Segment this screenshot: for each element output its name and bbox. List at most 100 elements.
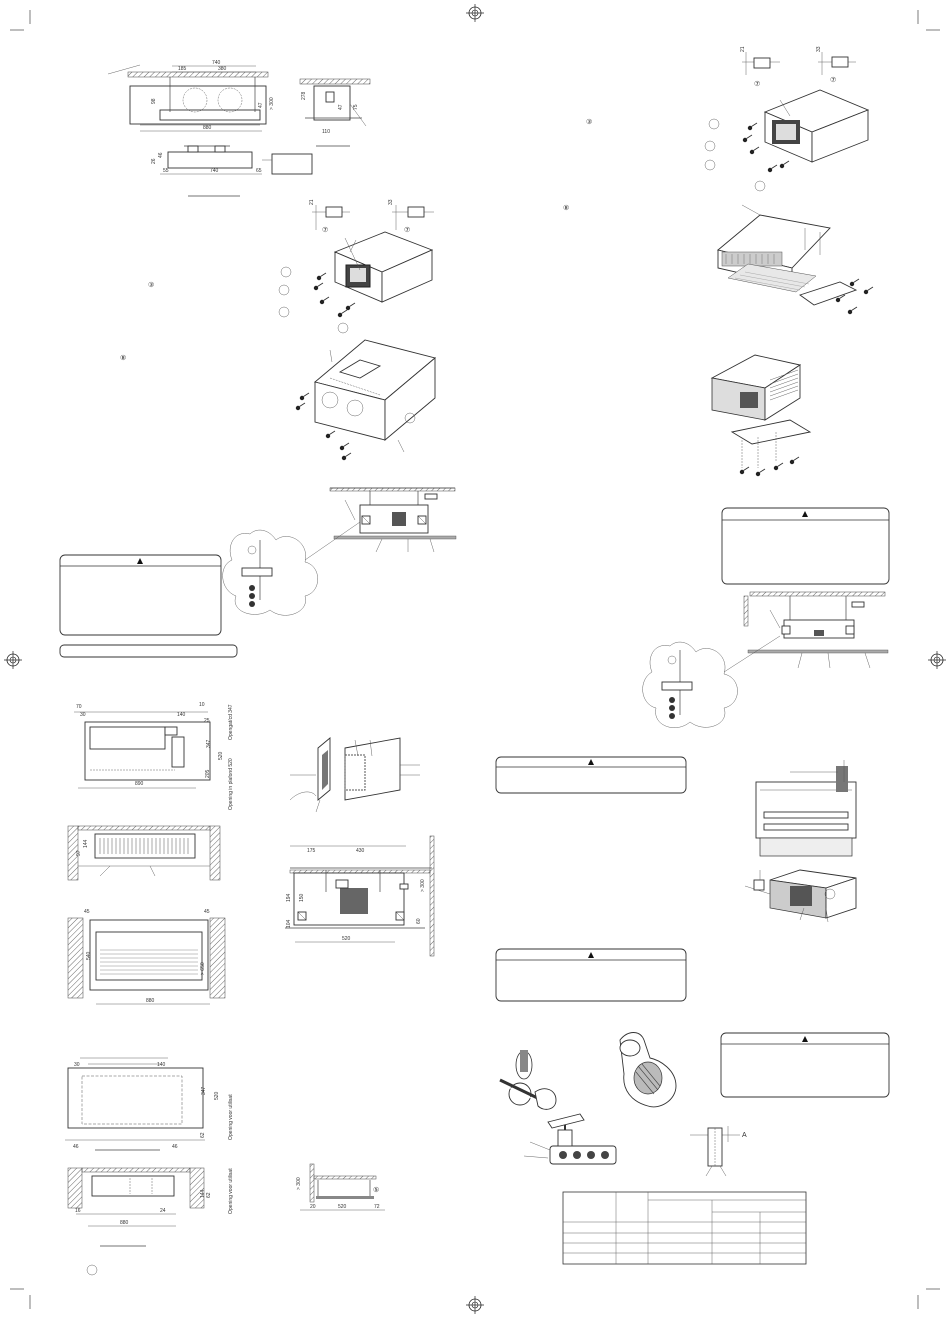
dim-75: 75 [353,104,359,110]
dim-194: 194 [286,893,292,902]
dim-140-lower: 140 [157,1062,166,1068]
dim-175: 175 [307,848,316,854]
warning-triangle-icon [588,759,594,765]
dim-16: 16 [75,1208,81,1214]
dim-62b: 62 [206,1192,212,1198]
dim-97: 97 [76,850,82,856]
unit-top-view: 70 30 140 10 25 347 520 205 890 Opening … [74,702,234,810]
warning-triangle-icon [588,952,594,958]
warning-box-right-bottom [720,1032,890,1098]
registration-mark-icon [927,650,947,670]
dim-520: 520 [218,751,224,760]
dim-20: 20 [310,1204,316,1210]
dim-380: 380 [218,66,227,72]
dim-880-panel: 880 [146,998,155,1004]
dim-185: 185 [178,66,187,72]
circled-3-r: ③ [586,118,592,126]
rotated-ongeveer: Opengat/cd 347 [228,704,234,740]
warning-box-center-2 [495,948,687,1002]
unit-drain-view [755,760,857,857]
dim-45a: 45 [84,909,90,915]
dim-47: 47 [258,102,264,108]
dim-60: 60 [416,918,422,924]
bottom-section-drawing: > 300 520 20 72 ⑤ [296,1163,385,1211]
letter-a: A [742,1132,747,1139]
deburring-illustration [619,1032,677,1108]
registration-mark-icon [465,1295,485,1315]
dim-880: 880 [203,125,212,131]
dim-55: 55 [163,168,169,174]
dim-890: 890 [135,781,144,787]
filter-box-isometric [295,339,436,461]
circled-8-r: ⑧ [563,204,569,212]
dim-278: 278 [301,91,307,100]
dim-300: > 300 [269,97,275,110]
dim-33: 33 [388,199,394,205]
dim-24: 24 [160,1208,166,1214]
unit-isometric-left [278,231,434,334]
dim-520-lower: 520 [214,1091,220,1100]
ceiling-mount-detail-left [329,487,457,553]
ceiling-mount-detail-right [743,591,889,669]
rotated-utilisat2: Opening voor utilisat [228,1168,234,1214]
dim-47-side: 47 [338,104,344,110]
opening-plan-drawing: 30 140 347 520 62 46 46 Opening voor uti… [65,1057,234,1151]
dim-140: 140 [177,712,186,718]
dim-30-lower: 30 [74,1062,80,1068]
dim-110: 110 [322,129,330,135]
bubble-detail-left [222,521,361,616]
dim-205: 205 [205,769,211,778]
opening-section-drawing: 16 24 880 144 62 Opening voor utilisat [67,1167,234,1247]
dim-300-sec: > 300 [420,879,426,892]
circled-7: ⑦ [322,226,328,234]
filter-cover-isometric [710,354,812,477]
hanger-detail-right-top: 21 ⑦ 33 ⑦ [740,46,856,88]
callout-circle [280,266,292,278]
warning-triangle-icon [802,511,808,517]
footer-circle [86,1264,98,1276]
dim-430: 430 [356,848,365,854]
dim-25: 25 [204,718,210,724]
bubble-detail-right [642,635,781,728]
dim-21-r: 21 [740,46,746,52]
dim-30: 30 [80,712,86,718]
note-bar [59,644,238,658]
dim-740-frame: 740 [210,168,219,174]
dim-347-lower: 347 [201,1086,207,1095]
flare-table [562,1191,807,1265]
duct-flange-detail [289,737,420,813]
dim-347: 347 [206,739,212,748]
dim-62: 62 [200,1132,206,1138]
dim-46a: 46 [73,1144,79,1150]
label-box [271,153,313,175]
hanger-detail-left: 21 ⑦ [309,199,350,234]
warning-box-left [59,554,222,636]
pipe-cutter-illustration [499,1050,557,1110]
rotated-plafond: Opening in plafond 520 [228,758,234,810]
flaring-tool-illustration [523,1113,617,1165]
dim-72: 72 [374,1204,380,1210]
dim-540: 540 [86,951,92,960]
dim-26: 26 [151,158,157,164]
ceiling-front-drawing: 740 185 380 880 98 > 300 47 [107,60,275,132]
dim-10: 10 [199,702,205,708]
unit-underside-isometric [717,204,874,315]
drain-pipe-detail [744,869,857,923]
panel-front-view: 45 45 540 > 650 880 [67,909,226,1005]
crop-marks [10,10,940,1309]
dim-300-bottom: > 300 [296,1177,302,1190]
warning-triangle-icon [137,558,143,564]
dim-144-lower: 144 [200,1189,206,1198]
dim-98: 98 [151,98,157,104]
dim-740: 740 [212,60,221,66]
dim-45b: 45 [204,909,210,915]
circled-7-r: ⑦ [754,80,760,88]
dim-520-sec: 520 [342,936,351,942]
dim-650: > 650 [200,962,206,975]
warning-box-right-top [721,507,890,585]
flare-dimension-detail: A [690,1126,747,1177]
dim-144: 144 [83,839,89,848]
dim-70: 70 [76,704,82,710]
dim-880-lower: 880 [120,1220,129,1226]
